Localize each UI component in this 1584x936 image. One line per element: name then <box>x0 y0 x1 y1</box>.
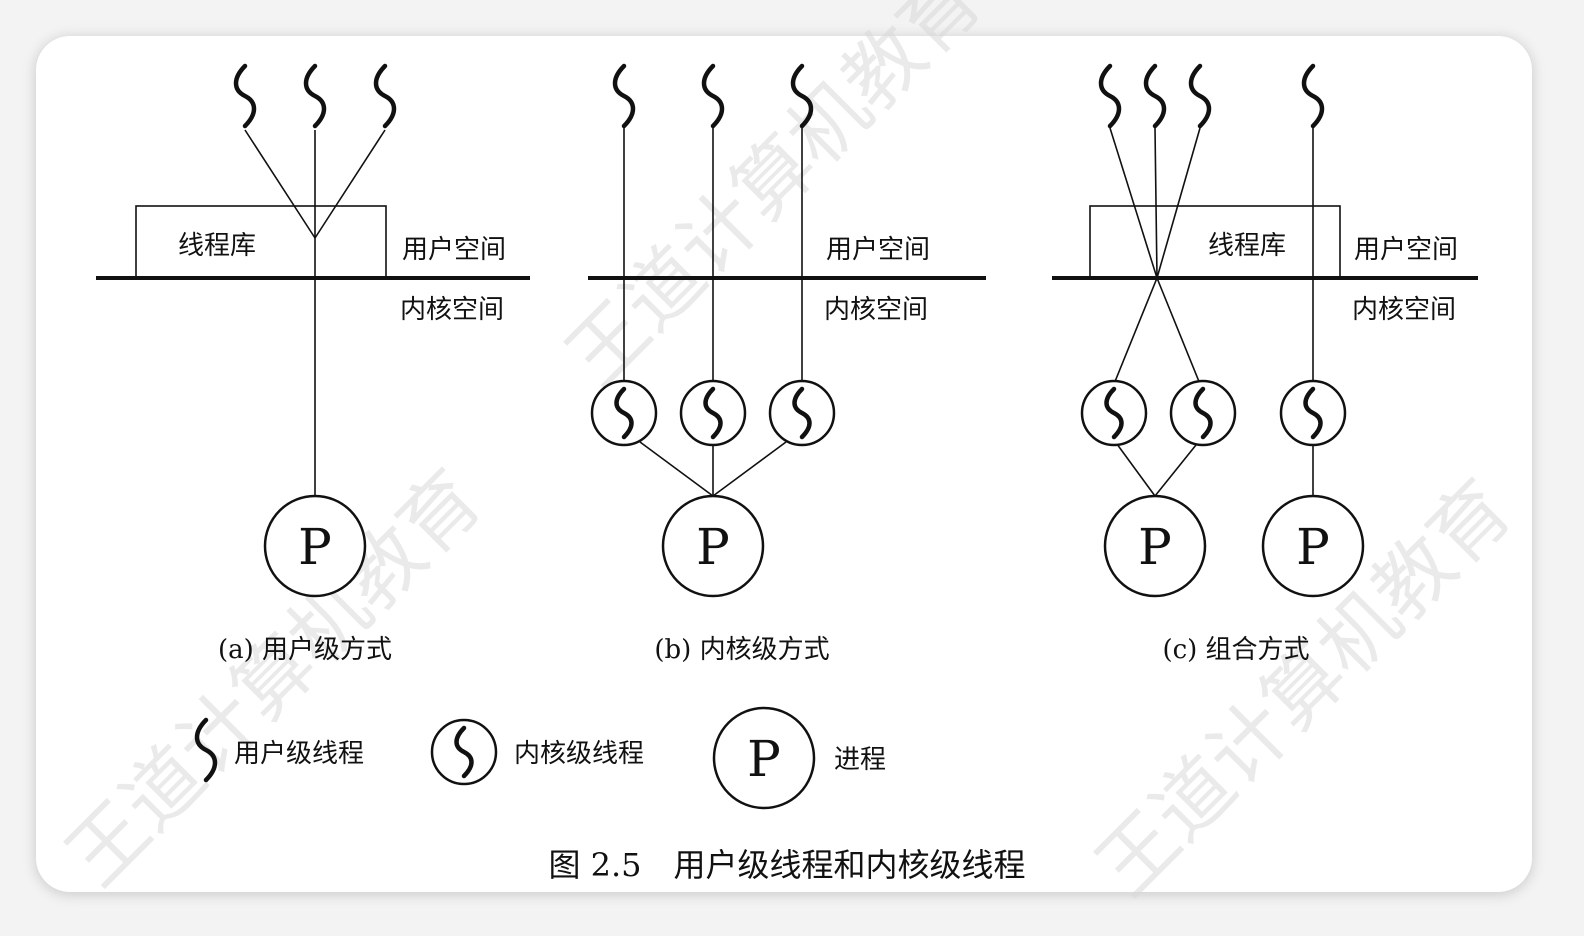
user-space-label-a: 用户空间 <box>402 235 506 265</box>
user-thread-icon <box>1101 66 1119 126</box>
user-space-label-b: 用户空间 <box>826 235 930 265</box>
kernel-space-label-a: 内核空间 <box>400 295 504 325</box>
process-letter: P <box>696 518 730 576</box>
figure-title: 图 2.5 用户级线程和内核级线程 <box>548 846 1025 884</box>
user-thread-icon <box>376 66 394 126</box>
user-thread-icon <box>615 66 633 126</box>
process-letter: P <box>298 518 332 576</box>
user-thread-icon <box>236 66 254 126</box>
legend-kernel-thread: 内核级线程 <box>514 739 644 769</box>
process-icon <box>1103 494 1207 598</box>
process-letter: P <box>747 730 781 788</box>
caption-a: (a) 用户级方式 <box>218 635 392 665</box>
watermark-1: 王道计算机教育 <box>550 0 1000 403</box>
user-thread-icon <box>1304 66 1322 126</box>
kernel-space-label-b: 内核空间 <box>824 295 928 325</box>
user-thread-icon <box>704 66 722 126</box>
kernel-space-label-c: 内核空间 <box>1352 295 1456 325</box>
process-icon <box>661 494 765 598</box>
user-thread-icon <box>1191 66 1209 126</box>
user-thread-icon <box>306 66 324 126</box>
legend-user-thread: 用户级线程 <box>234 739 364 769</box>
process-letter: P <box>1296 518 1330 576</box>
subfigure-b: 用户空间 内核空间 P (b) 内核级方式 <box>588 66 986 665</box>
subfigure-a: 线程库 用户空间 内核空间 P (a) 用户级方式 <box>96 66 530 665</box>
process-icon <box>263 494 367 598</box>
process-letter: P <box>1138 518 1172 576</box>
process-icon <box>712 706 816 810</box>
caption-c: (c) 组合方式 <box>1162 635 1309 665</box>
thread-lib-box-a <box>135 205 387 279</box>
subfigure-c: 线程库 用户空间 内核空间 P P (c) 组合方式 <box>1052 66 1478 665</box>
user-thread-icon <box>1146 66 1164 126</box>
legend: 用户级线程 内核级线程 P 进程 <box>197 706 886 810</box>
legend-process: 进程 <box>834 745 886 775</box>
thread-lib-label-a: 线程库 <box>178 231 256 261</box>
caption-b: (b) 内核级方式 <box>654 635 829 665</box>
user-space-label-c: 用户空间 <box>1354 235 1458 265</box>
thread-lib-label-c: 线程库 <box>1208 231 1286 261</box>
process-icon <box>1261 494 1365 598</box>
